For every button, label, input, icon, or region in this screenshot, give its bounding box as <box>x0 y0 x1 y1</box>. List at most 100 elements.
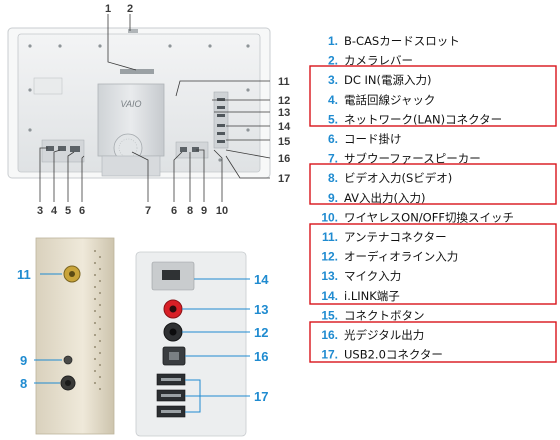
stand-foot <box>101 155 161 177</box>
side-callout-11: 11 <box>17 267 31 282</box>
group-frame-11-14 <box>309 223 557 305</box>
callout-17: 17 <box>278 173 290 185</box>
group-frame-8-9 <box>309 163 557 205</box>
vent-dots <box>94 250 101 390</box>
legend-item-number: 7. <box>328 152 338 166</box>
callout-9: 9 <box>201 205 207 217</box>
callout-11: 11 <box>278 76 290 88</box>
legend-item: 6. コード掛け <box>328 132 402 146</box>
port-slot <box>217 124 225 127</box>
legend-item: 13. マイク入力 <box>321 269 401 283</box>
legend-item: 16. 光デジタル出力 <box>321 328 424 342</box>
group-frame-3-5 <box>309 65 557 127</box>
callout-6: 6 <box>79 205 85 217</box>
callout-14: 14 <box>278 121 291 133</box>
callout-10: 10 <box>216 205 228 217</box>
callout-4: 4 <box>51 205 58 217</box>
vaio-logo: VAIO <box>120 99 141 109</box>
port-leader-lines <box>182 278 250 413</box>
callout-6b: 6 <box>171 205 177 217</box>
side-detail-view <box>35 237 115 435</box>
port-slot <box>217 132 225 135</box>
callout-16: 16 <box>278 153 290 165</box>
port-callout-13: 13 <box>254 302 268 317</box>
legend-item-label: コネクトボタン <box>344 308 425 322</box>
callout-7: 7 <box>145 205 151 217</box>
legend-item-number: 10. <box>321 210 338 224</box>
label-sticker <box>33 77 63 95</box>
callout-5: 5 <box>65 205 71 217</box>
legend-item: 8. ビデオ入力(Sビデオ) <box>328 171 452 185</box>
legend-item-label: 電話回線ジャック <box>344 93 435 107</box>
legend-item-label: DC IN(電源入力) <box>344 73 432 87</box>
legend-item-label: マイク入力 <box>344 269 401 283</box>
legend-item: 7. サブウーファースピーカー <box>328 152 481 166</box>
legend-item: 5. ネットワーク(LAN)コネクター <box>328 112 502 126</box>
av-input-jack <box>63 355 73 365</box>
side-callout-9: 9 <box>20 353 27 368</box>
side-leader-lines <box>34 273 62 384</box>
legend-item: 11. アンテナコネクター <box>322 230 447 244</box>
legend-item-number: 5. <box>328 112 338 126</box>
pc-back-view: VAIO <box>7 27 271 179</box>
legend-item-label: サブウーファースピーカー <box>344 152 481 166</box>
port-callout-17: 17 <box>254 389 268 404</box>
legend-item-number: 3. <box>328 73 338 87</box>
legend-item-label: ワイヤレスON/OFF切換スイッチ <box>344 210 514 224</box>
callout-1: 1 <box>105 3 111 15</box>
legend-item-label: コード掛け <box>344 132 402 146</box>
legend-item: 2.カメラレバー <box>328 54 413 68</box>
legend-item-number: 8. <box>328 171 338 185</box>
legend-item-number: 13. <box>321 269 338 283</box>
legend-item-label: カメラレバー <box>344 54 413 68</box>
lan-port <box>70 146 80 152</box>
port-slot <box>217 140 225 143</box>
side-callout-8: 8 <box>20 376 27 391</box>
port-callout-16: 16 <box>254 349 268 364</box>
legend-item: 15. コネクトボタン <box>321 308 424 322</box>
legend-item-number: 17. <box>321 348 338 362</box>
callout-12: 12 <box>278 95 290 107</box>
group-frame-16-17 <box>309 321 557 363</box>
camera-lever <box>128 29 138 33</box>
legend-item-number: 11. <box>322 230 338 244</box>
port-slot <box>217 106 225 109</box>
legend-item-label: アンテナコネクター <box>344 230 447 244</box>
legend-item-label: i.LINK端子 <box>344 289 400 303</box>
legend-item-label: ビデオ入力(Sビデオ) <box>344 171 452 185</box>
legend-item-number: 12. <box>321 250 338 264</box>
legend-item-label: オーディオライン入力 <box>344 250 458 264</box>
callout-15: 15 <box>278 136 290 148</box>
bcas-slot <box>120 69 154 74</box>
callout-8: 8 <box>187 205 193 217</box>
port-slot <box>217 98 225 101</box>
legend-item: 3. DC IN(電源入力) <box>328 73 432 87</box>
legend-item-number: 15. <box>321 308 338 322</box>
legend-item-label: B-CASカードスロット <box>344 34 460 48</box>
video-in-port <box>180 147 187 152</box>
legend-item-number: 6. <box>328 132 338 146</box>
dc-in-port <box>46 146 54 151</box>
legend-item-label: 光デジタル出力 <box>344 328 424 342</box>
legend-item: 1.B-CASカードスロット <box>328 34 460 48</box>
callout-2: 2 <box>127 3 133 15</box>
callout-3: 3 <box>37 205 43 217</box>
legend-item-label: AV入出力(入力) <box>344 191 425 205</box>
legend-item: 17. USB2.0コネクター <box>321 348 443 362</box>
av-in-port <box>192 147 199 152</box>
legend-item-number: 16. <box>321 328 338 342</box>
leader-lines <box>39 14 271 202</box>
legend-item: 9. AV入出力(入力) <box>328 191 426 205</box>
port-callout-12: 12 <box>254 325 268 340</box>
legend-item-label: USB2.0コネクター <box>344 348 443 362</box>
callout-numbers: 1 2 11 12 13 14 15 16 17 3 4 5 6 7 6 8 9… <box>37 3 291 217</box>
legend-item-number: 9. <box>328 191 338 205</box>
phone-jack <box>58 146 66 151</box>
legend-item-label: ネットワーク(LAN)コネクター <box>344 112 502 126</box>
legend-item: 12. オーディオライン入力 <box>321 250 458 264</box>
legend-item: 14. i.LINK端子 <box>321 289 399 303</box>
legend-item-number: 14. <box>321 289 338 303</box>
